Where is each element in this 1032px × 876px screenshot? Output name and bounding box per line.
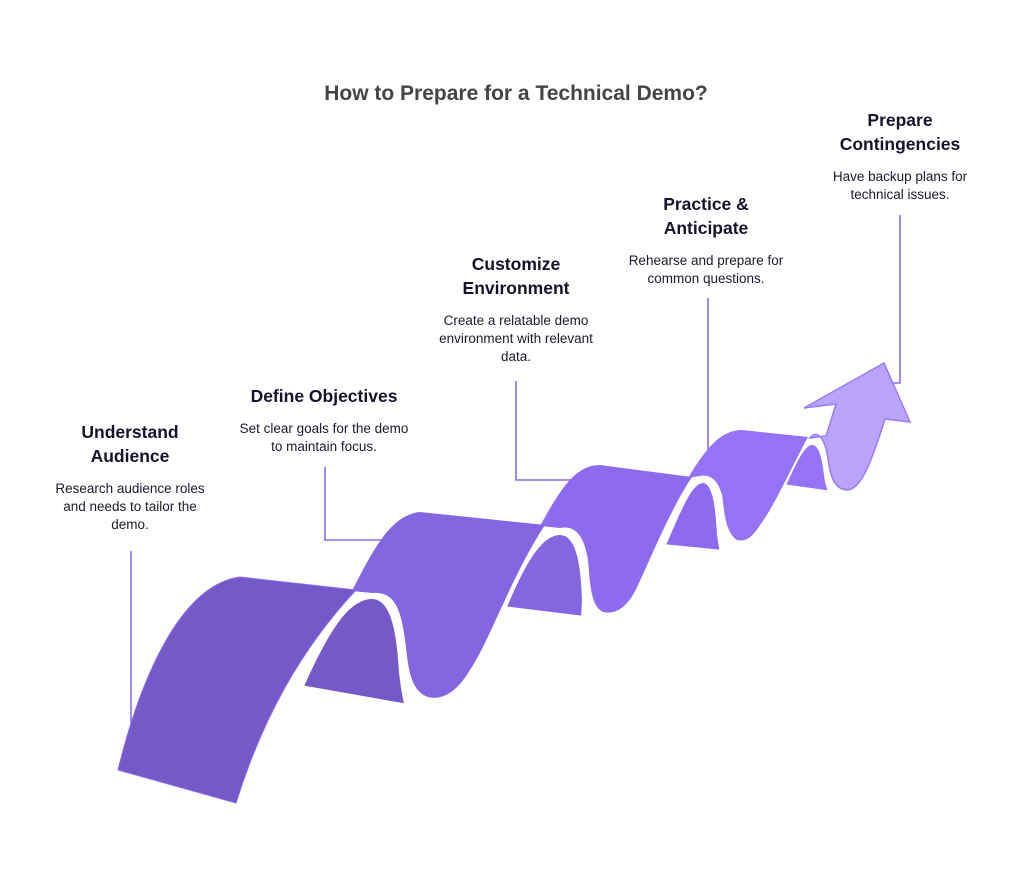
fold-1 <box>295 592 413 711</box>
step-heading: Customize Environment <box>462 254 570 298</box>
step-heading: Prepare Contingencies <box>839 110 961 154</box>
fold-3 <box>657 476 727 557</box>
step-heading: Practice & Anticipate <box>663 194 749 238</box>
step-description: Create a relatable demo environment with… <box>439 313 593 364</box>
connector-define <box>324 467 388 541</box>
segment-2 <box>352 512 545 698</box>
connector-customize <box>515 381 578 481</box>
segment-1 <box>117 576 358 804</box>
segment-4 <box>688 430 808 541</box>
step-practice-anticipate: Practice & Anticipate Rehearse and prepa… <box>606 192 806 288</box>
diagram-title: How to Prepare for a Technical Demo? <box>324 82 708 105</box>
step-description: Rehearse and prepare for common question… <box>628 253 784 286</box>
step-description: Have backup plans for technical issues. <box>832 169 968 202</box>
step-heading: Define Objectives <box>250 386 398 406</box>
step-prepare-contingencies: Prepare Contingencies Have backup plans … <box>800 108 1000 204</box>
step-heading: Understand Audience <box>81 422 179 466</box>
growth-arrow <box>803 361 912 491</box>
segment-3 <box>540 465 692 613</box>
step-define-objectives: Define Objectives Set clear goals for th… <box>224 384 424 456</box>
step-customize-environment: Customize Environment Create a relatable… <box>416 252 616 366</box>
step-description: Set clear goals for the demo to maintain… <box>239 421 409 454</box>
connector-contingencies <box>880 215 901 384</box>
step-description: Research audience roles and needs to tai… <box>55 481 205 532</box>
fold-2 <box>498 528 589 623</box>
step-understand-audience: Understand Audience Research audience ro… <box>30 420 230 534</box>
